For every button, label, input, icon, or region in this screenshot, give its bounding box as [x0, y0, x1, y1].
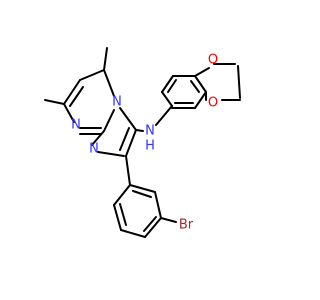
- bond-ph2-inner: [119, 203, 127, 226]
- bond-c2-c3-double: [125, 129, 137, 157]
- bond-c8a-n1: [91, 130, 105, 146]
- bond-ar1: [161, 91, 173, 107]
- bond-ph6: [129, 184, 156, 193]
- bond-c6-c7-double: [63, 79, 81, 105]
- bond-n1-c2: [97, 151, 125, 157]
- bond-c3-nh: [135, 129, 144, 132]
- bond-ch2-ch2: [237, 65, 241, 99]
- bond-ph6-inner: [132, 190, 152, 198]
- bond-ar2: [161, 75, 174, 93]
- atom-label-layer: N N N N H O O Br: [71, 53, 218, 233]
- atom-o-lower: O: [208, 96, 218, 111]
- bond-ar4: [194, 75, 207, 93]
- bond-c5-c6: [79, 69, 105, 81]
- bond-ph3: [120, 229, 146, 238]
- bond-ar4-inner: [190, 80, 200, 93]
- bond-c7-n8: [63, 103, 75, 123]
- bond-ph2: [113, 204, 122, 231]
- bond-c8a-n4: [103, 109, 115, 132]
- bond-ar5: [194, 91, 207, 109]
- bond-ph1: [113, 184, 131, 206]
- bond-c6-c7-inner: [69, 86, 84, 107]
- atom-br: Br: [179, 218, 194, 233]
- bond-c2-ph: [125, 155, 131, 186]
- bond-ph-br: [160, 217, 177, 223]
- bond-c2-c3-inner: [119, 127, 130, 151]
- atom-n-imidazole: N: [89, 142, 99, 157]
- molecule-structure-diagram: N N N N H O O Br: [44, 47, 241, 238]
- atom-o-upper: O: [208, 53, 218, 68]
- bond-layer: [44, 47, 241, 238]
- bond-ar2-inner: [167, 79, 177, 93]
- bond-n4-c5: [103, 69, 115, 97]
- bond-ar3-o-upper: [194, 67, 210, 77]
- atom-n-bridgehead: N: [112, 95, 122, 110]
- bond-ph5: [154, 191, 162, 219]
- bond-nh-arc: [155, 105, 173, 126]
- bond-ph4: [144, 217, 162, 238]
- atom-n-amine: N: [145, 124, 155, 139]
- bond-ph4-inner: [143, 216, 157, 232]
- bond-c7-methyl: [44, 99, 65, 105]
- bond-c5-methyl: [103, 47, 108, 71]
- atom-h-amine: H: [145, 139, 155, 154]
- bond-c3-n4: [119, 107, 137, 131]
- atom-n-pyrimidine: N: [71, 118, 81, 133]
